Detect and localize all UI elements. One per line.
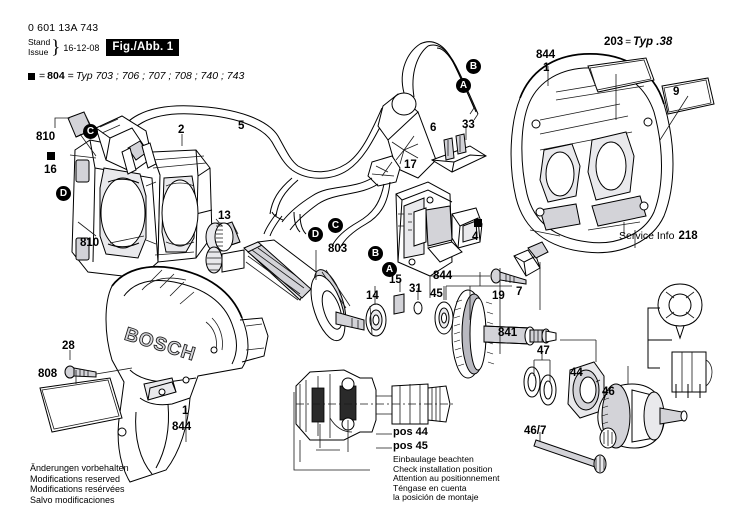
callout-47: 47 — [537, 345, 550, 357]
footer-disclaimer: Änderungen vorbehalten Modifications res… — [30, 463, 129, 505]
legend-equals-1: = — [39, 70, 46, 82]
callout-16: 16 — [44, 164, 57, 176]
callout-14: 14 — [366, 290, 379, 302]
service-info: Service Info 218 — [619, 230, 698, 242]
service-info-number: 218 — [678, 230, 698, 242]
callout-844-mid: 844 — [433, 270, 453, 282]
callout-46: 46 — [602, 386, 615, 398]
callout-6: 6 — [430, 122, 437, 134]
field-housing-group — [54, 111, 241, 279]
service-info-label: Service Info — [619, 230, 675, 242]
variant-legend: = 804 = Typ 703 ; 706 ; 707 ; 708 ; 740 … — [28, 70, 244, 82]
footer-line-1: Änderungen vorbehalten — [30, 463, 129, 473]
switch-assembly-group — [395, 181, 483, 277]
marker-a-mid: A — [382, 262, 397, 277]
motor-housing-group — [151, 134, 213, 263]
install-note-line-3: Attention au positionnement — [393, 473, 500, 484]
callout-13: 13 — [218, 210, 231, 222]
armature-group — [205, 239, 365, 342]
callout-808: 808 — [38, 368, 58, 380]
stand-issue-label: Stand Issue — [28, 37, 51, 57]
issue-date: 16-12-08 — [63, 42, 100, 53]
callout-1-top: 1 — [543, 62, 550, 74]
drawing-header: 0 601 13A 743 Stand Issue } 16-12-08 Fig… — [28, 22, 180, 58]
callout-15: 15 — [389, 274, 402, 286]
marker-square-4-icon — [474, 219, 482, 227]
part-number: 0 601 13A 743 — [28, 22, 99, 34]
install-note-pos-45: pos 45 — [393, 440, 428, 452]
callout-1-bottom: 1 — [182, 405, 189, 417]
variant-note-203: 203 = Typ .38 — [604, 36, 672, 48]
footer-line-4: Salvo modificaciones — [30, 494, 115, 505]
stand-label: Stand — [28, 37, 51, 47]
callout-4: 4 — [472, 231, 479, 243]
variant-type: Typ .38 — [633, 36, 673, 48]
bosch-logo: BOSCH — [121, 324, 199, 367]
brace-glyph: } — [51, 37, 61, 58]
install-note-line-1: Einbaulage beachten — [393, 454, 474, 464]
footer-line-2: Modifications reserved — [30, 473, 121, 484]
variant-equals: = — [625, 37, 632, 48]
callout-19: 19 — [492, 290, 505, 302]
callout-17: 17 — [404, 159, 417, 171]
callout-5: 5 — [238, 120, 245, 132]
leader-lines-right — [374, 262, 629, 384]
marker-b-mid: B — [368, 246, 383, 261]
marker-a-top: A — [456, 78, 471, 93]
marker-d-mid: D — [308, 227, 323, 242]
square-marker-icon — [28, 72, 35, 80]
marker-square-16-icon — [47, 152, 55, 160]
right-housing-group — [510, 53, 715, 254]
cable-clamp-group — [263, 155, 401, 249]
callout-803: 803 — [328, 243, 348, 255]
install-note-line-4: Téngase en cuenta — [393, 482, 467, 493]
pinion-group — [205, 218, 234, 252]
callout-844-bottom: 844 — [172, 421, 192, 433]
callout-810-top: 810 — [36, 131, 56, 143]
issue-label: Issue — [28, 46, 49, 57]
variant-number: 203 — [604, 36, 624, 48]
install-note-line-5: la posición de montaje — [393, 492, 479, 503]
callout-44: 44 — [570, 367, 583, 379]
marker-b-top: B — [466, 59, 481, 74]
legend-equals-2: = — [67, 70, 74, 82]
small-parts-group — [393, 293, 454, 335]
install-note-pos-44: pos 44 — [393, 426, 428, 438]
figure-label: Fig./Abb. 1 — [106, 39, 180, 56]
install-note-line-2: Check installation position — [393, 463, 493, 474]
key-holder-group — [647, 283, 713, 398]
callout-33: 33 — [462, 119, 475, 131]
install-note: pos 44 pos 45 Einbaulage beachten Check … — [393, 426, 500, 503]
callout-28: 28 — [62, 340, 75, 352]
drill-body-group — [39, 265, 269, 483]
legend-types: Typ 703 ; 706 ; 707 ; 708 ; 740 ; 743 — [75, 70, 245, 82]
screw-lever-group — [490, 241, 549, 285]
washers-44-47-group — [523, 361, 605, 419]
clip-33-group — [430, 126, 488, 173]
callout-2: 2 — [178, 124, 185, 136]
callout-9: 9 — [673, 86, 680, 98]
marker-c-mid: C — [328, 218, 343, 233]
bearing-14-group — [365, 303, 387, 337]
marker-d-left: D — [56, 186, 71, 201]
callout-841: 841 — [498, 327, 518, 339]
callout-45: 45 — [430, 288, 443, 300]
callout-810-bottom: 810 — [80, 237, 100, 249]
callout-46-7: 46/7 — [524, 425, 547, 437]
legend-code: 804 — [47, 70, 65, 82]
callout-7: 7 — [516, 286, 523, 298]
power-cord-group — [95, 41, 479, 179]
callout-31: 31 — [409, 283, 422, 295]
footer-line-3: Modifications resérvées — [30, 484, 125, 494]
callout-844-top: 844 — [536, 49, 556, 61]
marker-c-left: C — [83, 124, 98, 139]
